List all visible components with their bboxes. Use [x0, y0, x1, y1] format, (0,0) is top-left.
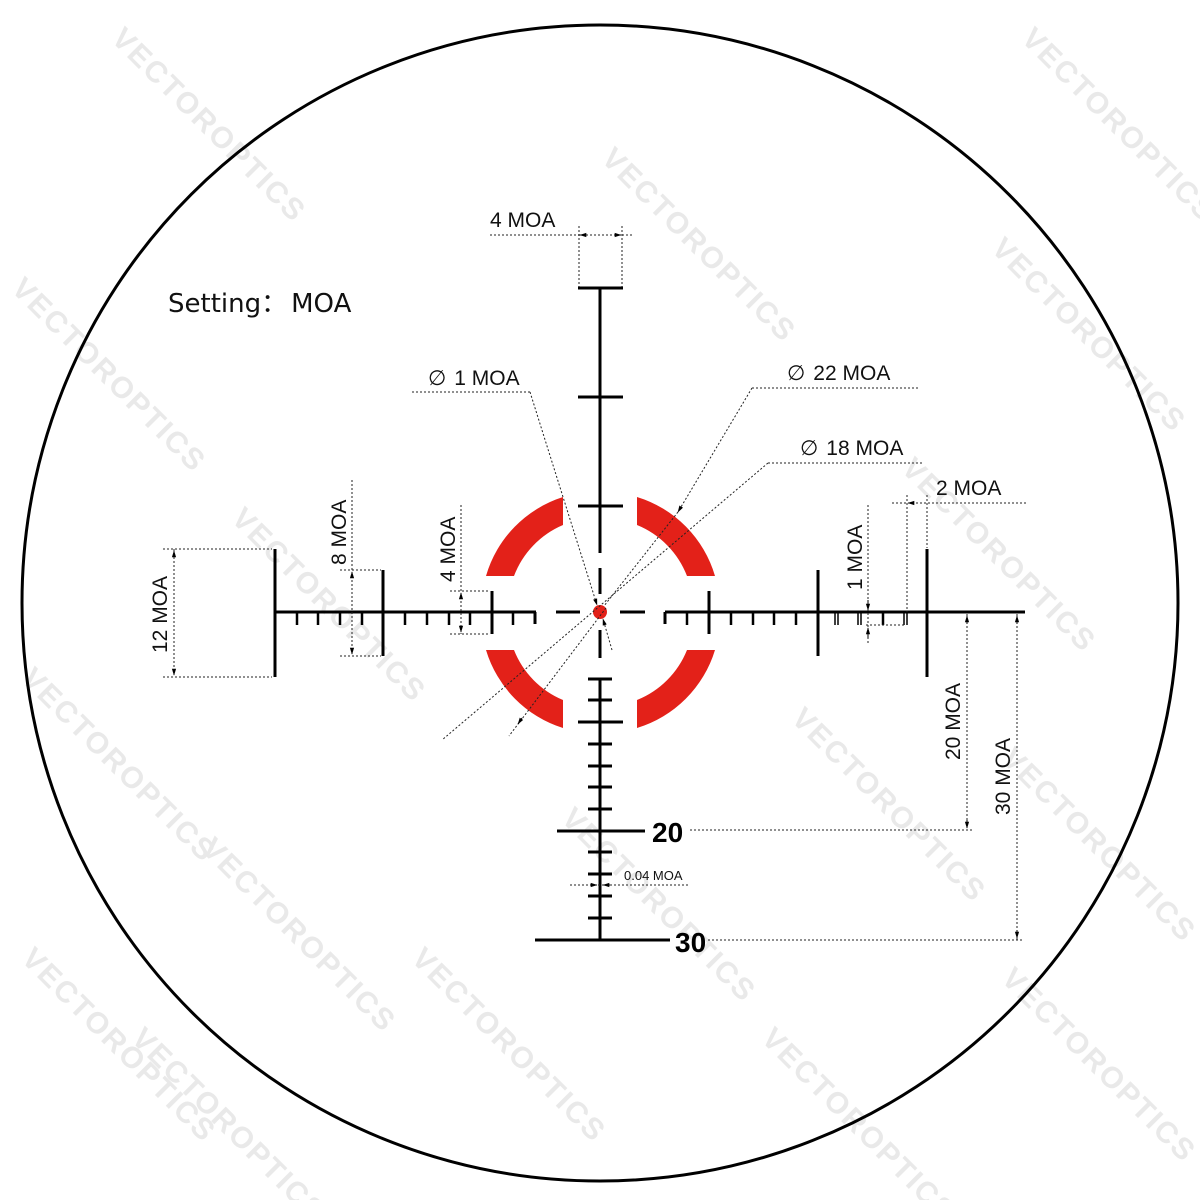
- right-arm-minor-ticks: [685, 612, 908, 625]
- setting-label: Setting：MOA: [168, 289, 352, 319]
- dim-right-20moa: 20 MOA: [690, 614, 972, 831]
- svg-text:4 MOA: 4 MOA: [490, 209, 555, 232]
- right-arm: [663, 549, 1025, 677]
- svg-text:VECTOROPTICS: VECTOROPTICS: [995, 742, 1200, 949]
- dim-right-2moa: 2 MOA: [892, 477, 1028, 612]
- dim-top-4moa: 4 MOA: [490, 209, 632, 287]
- stadia-label-30: 30: [675, 927, 706, 958]
- svg-text:∅22 MOA: ∅22 MOA: [787, 362, 890, 385]
- svg-text:VECTOROPTICS: VECTOROPTICS: [755, 1022, 962, 1200]
- leader-18moa: ∅18 MOA: [441, 437, 922, 741]
- svg-text:VECTOROPTICS: VECTOROPTICS: [195, 832, 402, 1039]
- svg-text:1 MOA: 1 MOA: [844, 525, 867, 590]
- svg-text:VECTOROPTICS: VECTOROPTICS: [595, 142, 802, 349]
- dim-left-8moa: 8 MOA: [328, 480, 381, 657]
- dim-right-1moa: 1 MOA: [844, 505, 905, 645]
- lower-post: [535, 677, 670, 942]
- ring-segment-bottom-left: [486, 650, 563, 728]
- illuminated-ring: [486, 497, 715, 728]
- svg-text:30 MOA: 30 MOA: [992, 738, 1015, 815]
- svg-text:∅1 MOA: ∅1 MOA: [428, 367, 520, 390]
- leader-1moa: ∅1 MOA: [412, 367, 613, 651]
- ring-segment-top-left: [486, 497, 563, 576]
- center-dot: [593, 605, 607, 619]
- dim-left-12moa: 12 MOA: [149, 548, 272, 678]
- ring-segment-top-right: [637, 497, 715, 576]
- dim-left-4moa: 4 MOA: [437, 505, 490, 635]
- left-arm-minor-ticks: [295, 612, 515, 625]
- svg-text:VECTOROPTICS: VECTOROPTICS: [15, 942, 222, 1149]
- svg-text:12 MOA: 12 MOA: [149, 576, 172, 653]
- svg-text:VECTOROPTICS: VECTOROPTICS: [1015, 22, 1200, 229]
- svg-text:8 MOA: 8 MOA: [328, 500, 351, 565]
- center-cross: [556, 568, 645, 658]
- leader-22moa: ∅22 MOA: [603, 362, 920, 607]
- svg-text:VECTOROPTICS: VECTOROPTICS: [985, 232, 1192, 439]
- svg-text:0.04 MOA: 0.04 MOA: [624, 868, 683, 883]
- svg-text:4 MOA: 4 MOA: [437, 517, 460, 582]
- ring-segment-bottom-right: [637, 650, 715, 728]
- svg-text:20 MOA: 20 MOA: [942, 683, 965, 760]
- svg-text:VECTOROPTICS: VECTOROPTICS: [405, 942, 612, 1149]
- field-of-view-circle: [20, 23, 1180, 1183]
- dim-line-width: 0.04 MOA: [570, 868, 690, 888]
- svg-text:VECTOROPTICS: VECTOROPTICS: [125, 1022, 332, 1200]
- upper-post: [578, 286, 623, 553]
- svg-text:∅18 MOA: ∅18 MOA: [800, 437, 903, 460]
- stadia-label-20: 20: [652, 817, 683, 848]
- svg-text:2 MOA: 2 MOA: [936, 477, 1001, 500]
- svg-text:VECTOROPTICS: VECTOROPTICS: [105, 22, 312, 229]
- dim-right-30moa: 30 MOA: [708, 614, 1022, 941]
